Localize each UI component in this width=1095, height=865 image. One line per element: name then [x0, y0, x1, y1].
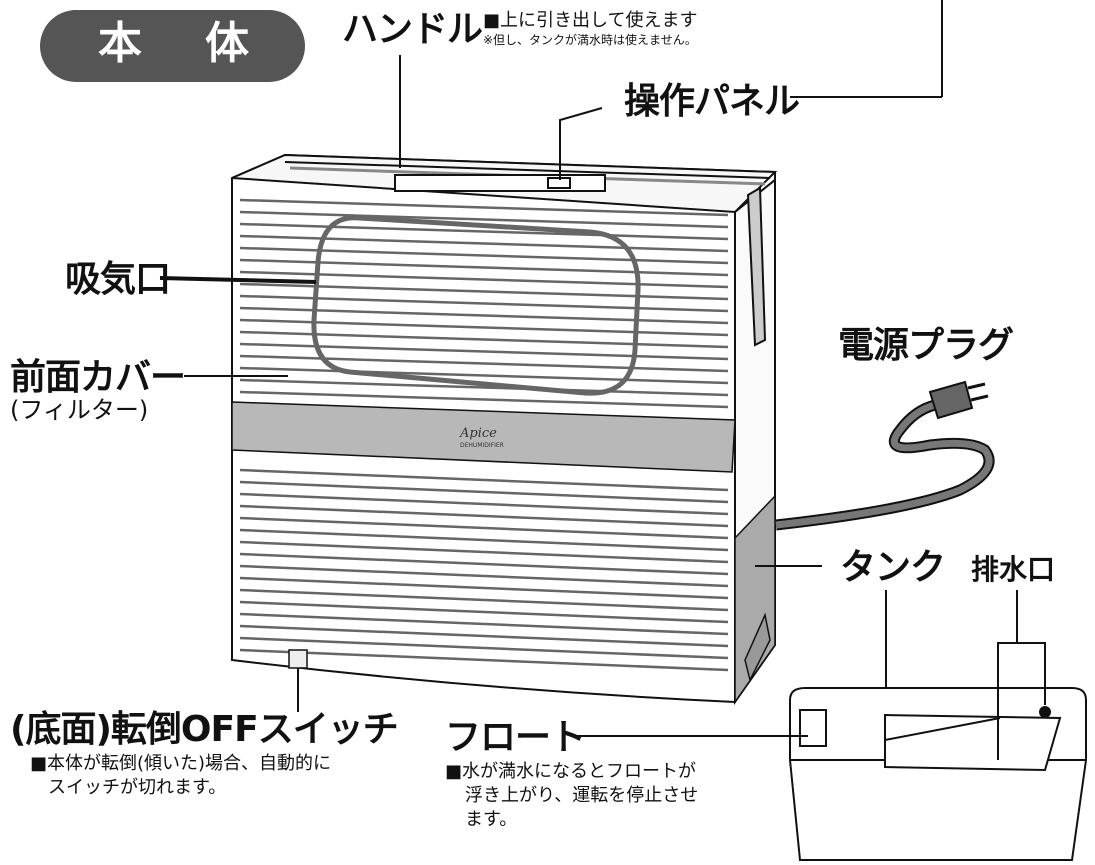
badge-right-char: 体 — [205, 18, 249, 69]
label-float: フロート — [445, 717, 586, 758]
label-tip-switch: (底面)転倒OFFスイッチ — [10, 709, 399, 750]
label-front-cover-sub: (フィルター) — [10, 396, 149, 424]
label-air-intake: 吸気口 — [65, 259, 171, 300]
handle-note-2: ※但し、タンクが満水時は使えません。 — [483, 33, 697, 47]
tip-switch-note-2: スイッチが切れます。 — [48, 777, 227, 798]
power-plug-icon — [928, 380, 989, 420]
brand-logo: Apice — [459, 426, 497, 441]
float-note-3: ます。 — [465, 809, 518, 830]
upper-louvres — [239, 198, 729, 409]
badge-left-char: 本 — [98, 18, 142, 69]
label-tank: タンク — [840, 547, 946, 588]
leader-lines — [159, 0, 1046, 760]
section-badge: 本 体 — [40, 10, 305, 82]
float-note-2: 浮き上がり、運転を停止させ — [465, 785, 699, 806]
tip-switch-note-1: ■本体が転倒(傾いた)場合、自動的に — [30, 753, 332, 774]
power-cord — [775, 399, 995, 531]
lower-louvres — [239, 468, 729, 672]
label-control-panel: 操作パネル — [624, 81, 800, 122]
trim-band — [231, 401, 736, 473]
brand-logo-sub: DEHUMIDIFIER — [460, 442, 504, 449]
label-handle: ハンドル — [342, 9, 483, 50]
float-note-1: ■水が満水になるとフロートが — [445, 761, 697, 782]
tip-switch-foot — [288, 649, 308, 669]
label-drain: 排水口 — [971, 553, 1056, 586]
handle-note-1: ■上に引き出して使えます — [483, 10, 698, 31]
air-intake-outline — [311, 215, 641, 396]
tank-detail — [789, 687, 1087, 861]
label-front-cover: 前面カバー — [10, 357, 186, 398]
label-power-plug: 電源プラグ — [838, 325, 1014, 366]
